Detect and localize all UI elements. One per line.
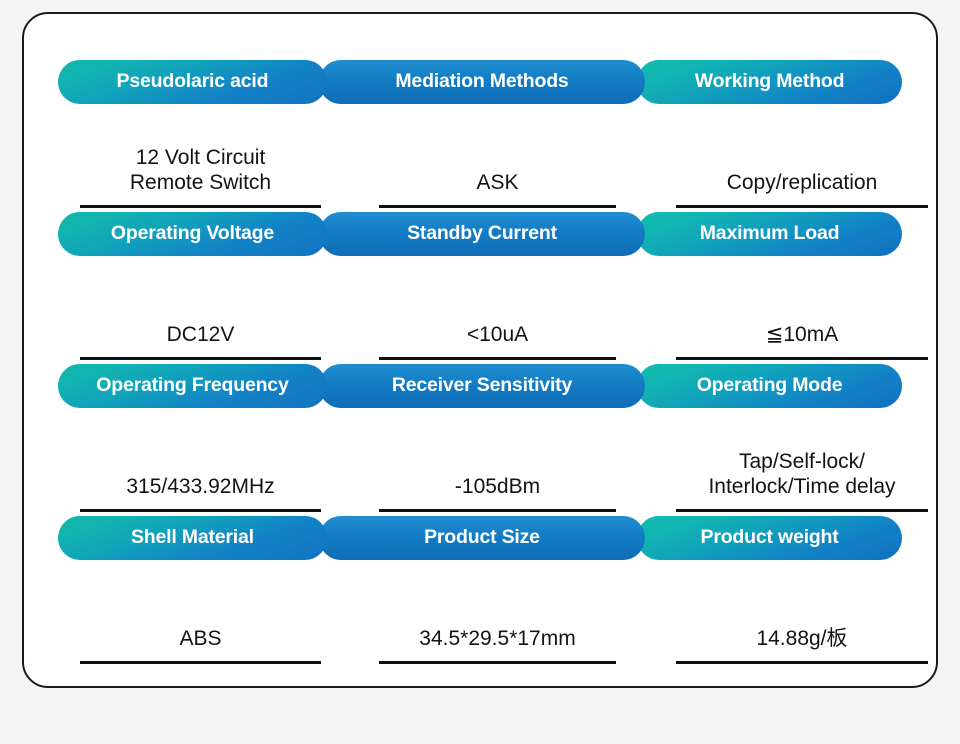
- spec-row: Pseudolaric acid Mediation Methods Worki…: [58, 60, 928, 212]
- spec-card: Pseudolaric acid Mediation Methods Worki…: [22, 12, 938, 688]
- spec-row-values: ABS 34.5*29.5*17mm 14.88g/板: [58, 560, 928, 664]
- spec-value-cell: 12 Volt Circuit Remote Switch: [80, 104, 321, 208]
- spec-row-values: 12 Volt Circuit Remote Switch ASK Copy/r…: [58, 104, 928, 208]
- spec-value-text: Tap/Self-lock/ Interlock/Time delay: [708, 449, 896, 499]
- spec-value-text: ASK: [476, 171, 519, 195]
- spec-value-cell: ≦10mA: [676, 256, 928, 360]
- spec-header-pill[interactable]: Product Size: [318, 516, 646, 560]
- spec-value-text: DC12V: [166, 323, 235, 347]
- spec-header-label: Operating Mode: [696, 374, 843, 397]
- spec-header-pill[interactable]: Shell Material: [58, 516, 327, 560]
- spec-header-label: Pseudolaric acid: [116, 70, 269, 93]
- spec-header-pill[interactable]: Working Method: [637, 60, 902, 104]
- spec-value-underline: [80, 357, 321, 360]
- spec-row: Operating Frequency Receiver Sensitivity…: [58, 364, 928, 516]
- spec-header-pill[interactable]: Operating Frequency: [58, 364, 327, 408]
- spec-value-text: ≦10mA: [765, 323, 839, 347]
- spec-header-label: Operating Frequency: [96, 374, 289, 397]
- spec-value-underline: [80, 205, 321, 208]
- spec-value-cell: 34.5*29.5*17mm: [379, 560, 616, 664]
- spec-value-underline: [676, 661, 928, 664]
- spec-row: Operating Voltage Standby Current Maximu…: [58, 212, 928, 364]
- spec-header-label: Mediation Methods: [395, 70, 569, 93]
- spec-header-label: Maximum Load: [699, 222, 840, 245]
- spec-header-label: Product weight: [700, 526, 839, 549]
- spec-header-pill[interactable]: Maximum Load: [637, 212, 902, 256]
- spec-row-headers: Pseudolaric acid Mediation Methods Worki…: [58, 60, 902, 104]
- spec-value-cell: Copy/replication: [676, 104, 928, 208]
- spec-row: Shell Material Product Size Product weig…: [58, 516, 928, 668]
- spec-value-underline: [676, 509, 928, 512]
- spec-header-label: Receiver Sensitivity: [391, 374, 573, 397]
- spec-header-pill[interactable]: Mediation Methods: [318, 60, 646, 104]
- spec-value-text: Copy/replication: [726, 171, 878, 195]
- spec-value-underline: [80, 509, 321, 512]
- spec-row-headers: Operating Voltage Standby Current Maximu…: [58, 212, 902, 256]
- spec-value-underline: [676, 357, 928, 360]
- spec-value-cell: ABS: [80, 560, 321, 664]
- spec-value-cell: DC12V: [80, 256, 321, 360]
- spec-header-pill[interactable]: Pseudolaric acid: [58, 60, 327, 104]
- spec-value-text: 315/433.92MHz: [126, 475, 275, 499]
- spec-value-cell: -105dBm: [379, 408, 616, 512]
- spec-header-pill[interactable]: Operating Voltage: [58, 212, 327, 256]
- spec-row-values: DC12V <10uA ≦10mA: [58, 256, 928, 360]
- spec-value-text: -105dBm: [454, 475, 541, 499]
- spec-value-cell: <10uA: [379, 256, 616, 360]
- spec-value-text: 12 Volt Circuit Remote Switch: [129, 145, 272, 195]
- spec-value-cell: Tap/Self-lock/ Interlock/Time delay: [676, 408, 928, 512]
- spec-value-underline: [676, 205, 928, 208]
- spec-header-label: Standby Current: [407, 222, 557, 245]
- spec-value-text: 14.88g/板: [756, 627, 848, 651]
- spec-header-pill[interactable]: Product weight: [637, 516, 902, 560]
- spec-value-underline: [379, 661, 616, 664]
- spec-row-values: 315/433.92MHz -105dBm Tap/Self-lock/ Int…: [58, 408, 928, 512]
- spec-header-pill[interactable]: Standby Current: [318, 212, 646, 256]
- spec-header-label: Product Size: [424, 526, 540, 549]
- spec-value-text: ABS: [179, 627, 222, 651]
- spec-value-text: <10uA: [466, 323, 529, 347]
- spec-value-cell: 14.88g/板: [676, 560, 928, 664]
- spec-row-headers: Operating Frequency Receiver Sensitivity…: [58, 364, 902, 408]
- spec-table: Pseudolaric acid Mediation Methods Worki…: [24, 14, 936, 686]
- spec-header-pill[interactable]: Receiver Sensitivity: [318, 364, 646, 408]
- spec-header-label: Working Method: [694, 70, 845, 93]
- spec-value-cell: ASK: [379, 104, 616, 208]
- spec-header-label: Shell Material: [130, 526, 254, 549]
- spec-row-headers: Shell Material Product Size Product weig…: [58, 516, 902, 560]
- spec-value-underline: [80, 661, 321, 664]
- spec-value-underline: [379, 205, 616, 208]
- spec-value-cell: 315/433.92MHz: [80, 408, 321, 512]
- spec-header-label: Operating Voltage: [110, 222, 274, 245]
- spec-value-text: 34.5*29.5*17mm: [419, 627, 576, 651]
- spec-value-underline: [379, 357, 616, 360]
- spec-value-underline: [379, 509, 616, 512]
- spec-header-pill[interactable]: Operating Mode: [637, 364, 902, 408]
